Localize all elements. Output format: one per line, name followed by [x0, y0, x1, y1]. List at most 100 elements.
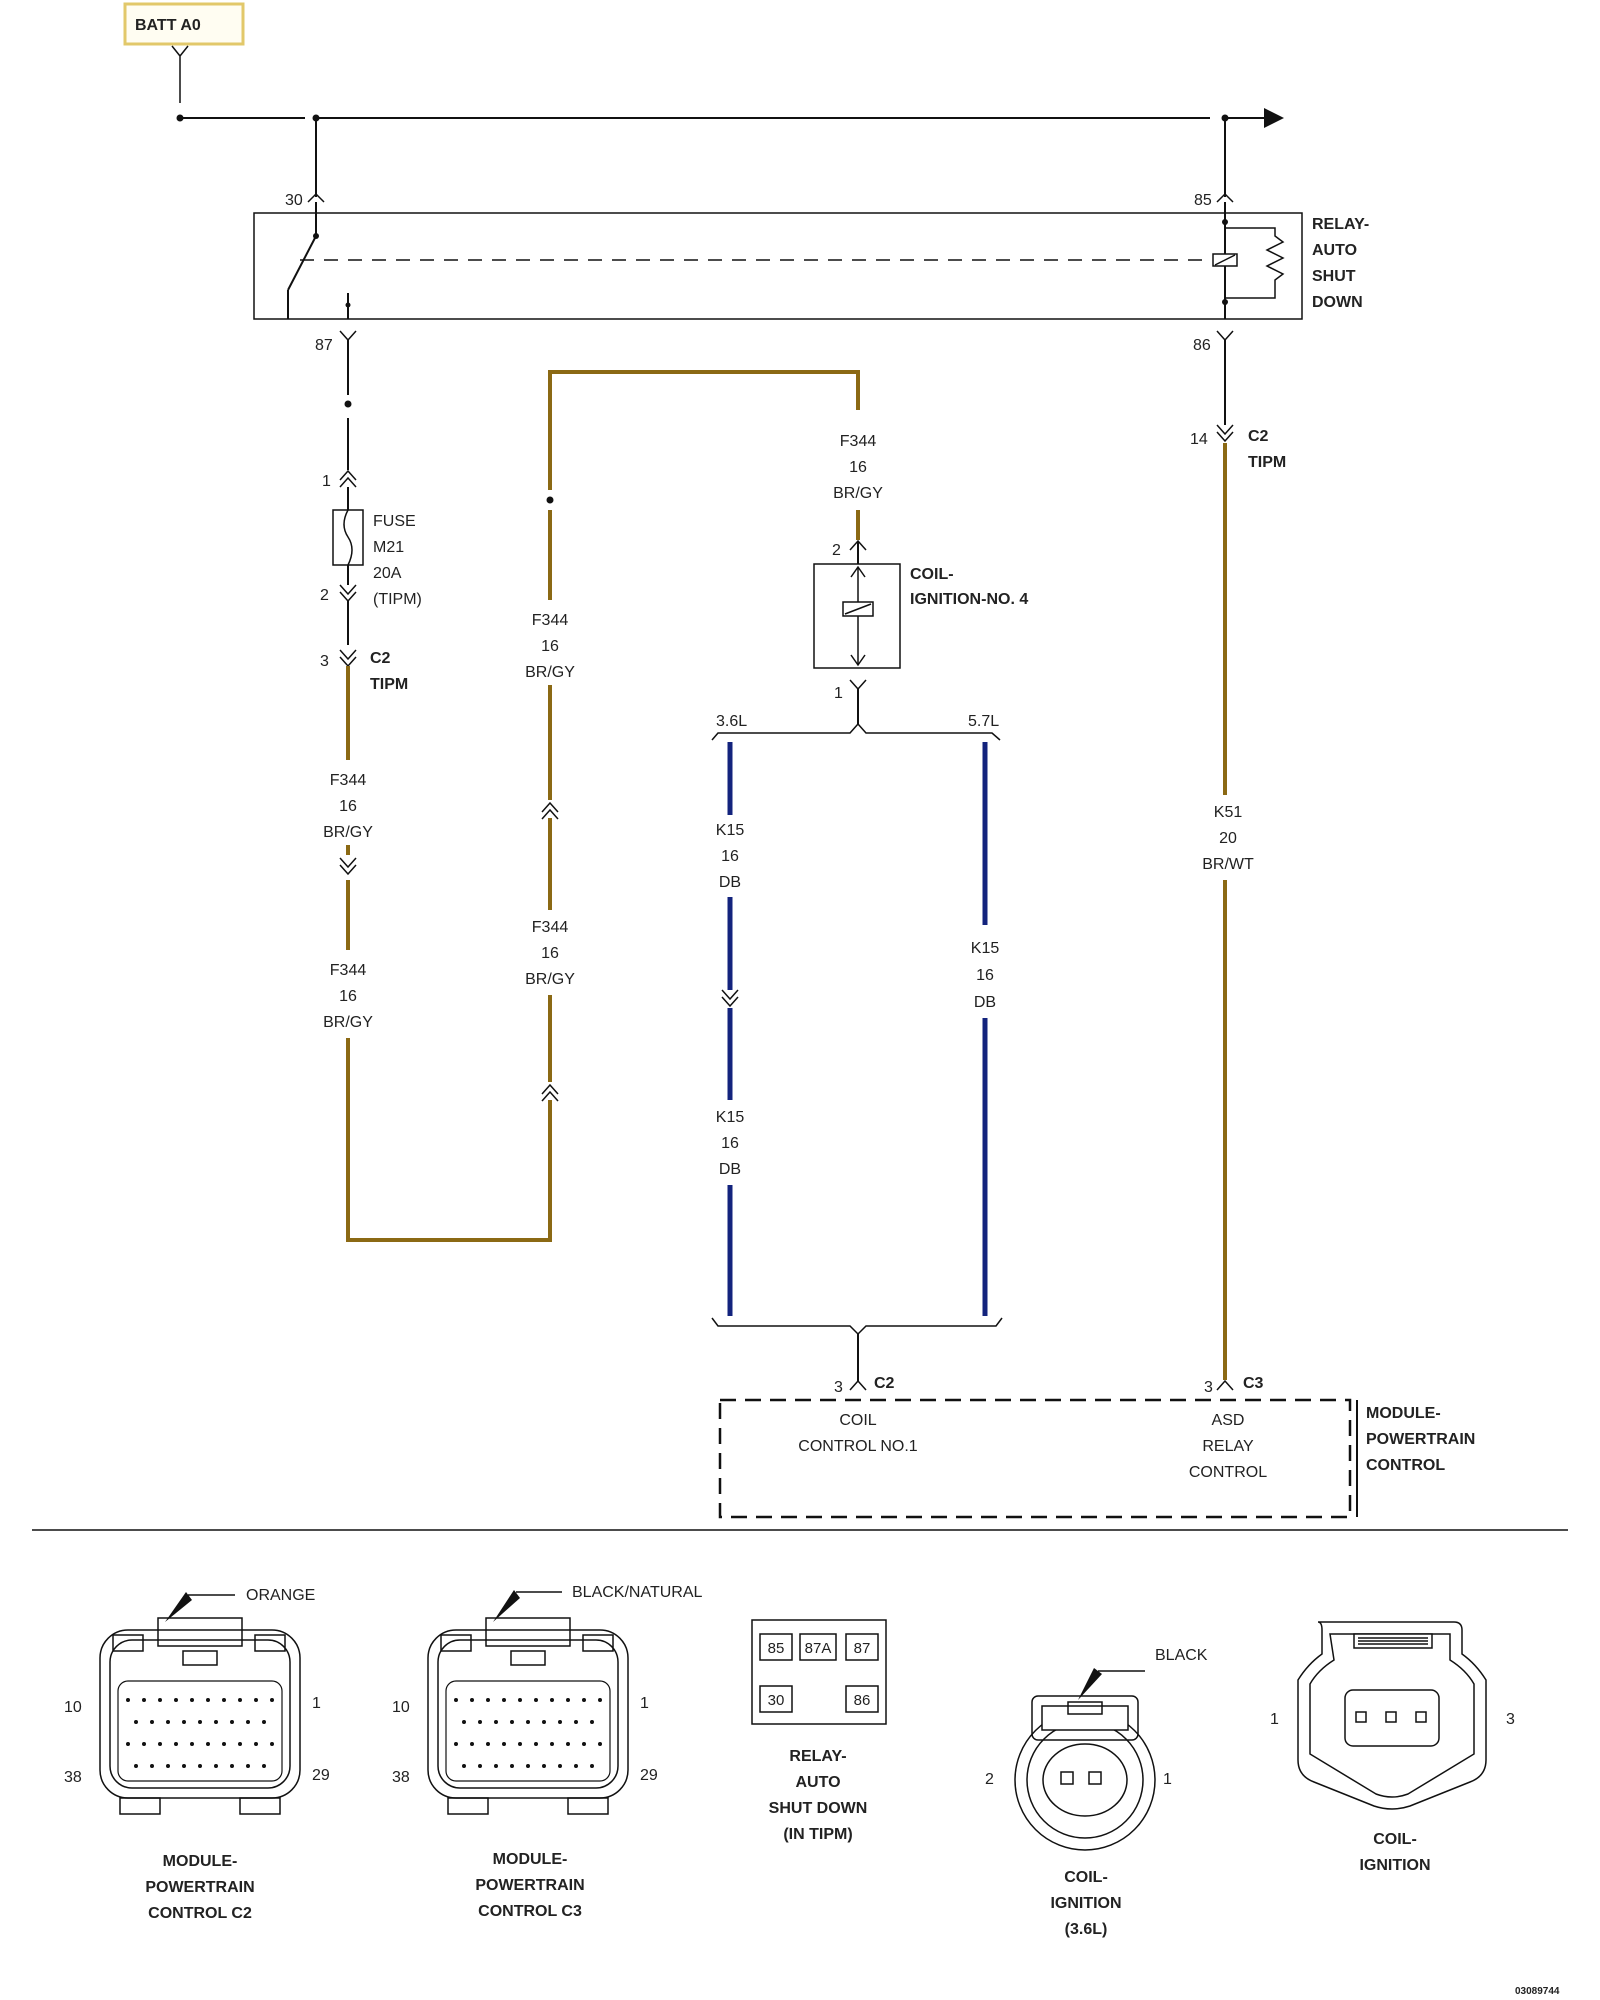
fuse-line-4: (TIPM)	[373, 591, 422, 608]
tipm-left-name: TIPM	[370, 676, 408, 693]
k15-split: 3.6L 5.7L K15 16 DB K15 16 DB K15 16 DB …	[711, 713, 1003, 1396]
f344-c-2: 16	[541, 945, 559, 962]
c3-pin-grid	[454, 1698, 602, 1768]
coil36-pin-2: 2	[985, 1771, 994, 1788]
relay-name-1: RELAY-	[1312, 216, 1369, 233]
c3-pin-10: 10	[392, 1699, 410, 1716]
k15-c-1: K15	[716, 1109, 745, 1126]
f344-a-3: BR/GY	[323, 824, 373, 841]
relay-conn-name-1: RELAY-	[789, 1748, 846, 1765]
engine-left: 3.6L	[716, 713, 747, 730]
pcm-coil-2: CONTROL NO.1	[798, 1438, 918, 1455]
relay-pin-87: 87	[315, 337, 333, 354]
k51-wire: 14 C2 TIPM K51 20 BR/WT 3 C3	[1190, 340, 1286, 1396]
c3-pin-29: 29	[640, 1767, 658, 1784]
fuse-pin-1: 1	[322, 473, 331, 490]
f344-loop: F344 16 BR/GY F344 16 BR/GY F344 16 BR/G…	[323, 370, 883, 1242]
relay-pin-85: 85	[1194, 192, 1212, 209]
pcm-right-conn: C3	[1243, 1375, 1264, 1392]
relay-asd: 30 85 RELAY- AUTO SHUT DOWN 87 86	[253, 192, 1369, 354]
coil4-pin-top: 2	[832, 542, 841, 559]
coil4-name-2: IGNITION-NO. 4	[910, 591, 1028, 608]
k15-a-1: K15	[716, 822, 745, 839]
f344-e-2: 16	[849, 459, 867, 476]
f344-a-2: 16	[339, 798, 357, 815]
c3-name-1: MODULE-	[493, 1851, 568, 1868]
connector-pcm-c3: BLACK/NATURAL 10 1 38 29 MODULE- POWERTR…	[392, 1584, 703, 1920]
c3-name-2: POWERTRAIN	[475, 1877, 584, 1894]
relay-pin-30: 30	[285, 192, 303, 209]
f344-e-1: F344	[840, 433, 877, 450]
f344-b-2: 16	[339, 988, 357, 1005]
c2-color: ORANGE	[246, 1587, 315, 1604]
coil36-name-3: (3.6L)	[1065, 1921, 1108, 1938]
batt-a0-node: BATT A0	[123, 2, 245, 103]
connector-coil-36: BLACK 2 1 COIL- IGNITION (3.6L)	[985, 1647, 1208, 1938]
coil-ignition-4: 2 COIL- IGNITION-NO. 4 1	[813, 539, 1028, 724]
coil4-name-1: COIL-	[910, 566, 954, 583]
c2-pin-1: 1	[312, 1695, 321, 1712]
c3-color: BLACK/NATURAL	[572, 1584, 703, 1601]
coil36-pin-1: 1	[1163, 1771, 1172, 1788]
pcm-asd-2: RELAY	[1202, 1438, 1254, 1455]
f344-e-3: BR/GY	[833, 485, 883, 502]
pcm-module: COIL CONTROL NO.1 ASD RELAY CONTROL MODU…	[718, 1398, 1475, 1519]
pcm-coil-1: COIL	[839, 1412, 876, 1429]
pcm-name-2: POWERTRAIN	[1366, 1431, 1475, 1448]
tipm-left-conn: C2	[370, 650, 391, 667]
k15-c-3: DB	[719, 1161, 741, 1178]
relay-cell-30: 30	[768, 1692, 785, 1709]
c2-pin-38: 38	[64, 1769, 82, 1786]
connector-pcm-c2: ORANGE 10 1 38 29 MODULE- POWERTRAIN CON…	[64, 1587, 330, 1922]
k51-3: BR/WT	[1202, 856, 1254, 873]
coil36-name-2: IGNITION	[1050, 1895, 1121, 1912]
k15-a-2: 16	[721, 848, 739, 865]
pcm-name-3: CONTROL	[1366, 1457, 1445, 1474]
f344-c-3: BR/GY	[525, 971, 575, 988]
f344-b-1: F344	[330, 962, 367, 979]
relay-name-2: AUTO	[1312, 242, 1357, 259]
relay-conn-name-2: AUTO	[795, 1774, 840, 1791]
c3-name-3: CONTROL C3	[478, 1903, 582, 1920]
relay-name-3: SHUT	[1312, 268, 1356, 285]
relay-pin-86: 86	[1193, 337, 1211, 354]
pcm-right-pin: 3	[1204, 1379, 1213, 1396]
tipm-right-conn: C2	[1248, 428, 1269, 445]
k51-1: K51	[1214, 804, 1243, 821]
c2-name-3: CONTROL C2	[148, 1905, 252, 1922]
pcm-asd-3: CONTROL	[1189, 1464, 1267, 1481]
f344-c-1: F344	[532, 919, 569, 936]
k15-a-3: DB	[719, 874, 741, 891]
relay-cell-85: 85	[768, 1640, 785, 1657]
coil-name-1: COIL-	[1373, 1831, 1417, 1848]
fuse-branch: 1 FUSE M21 20A (TIPM) 2 3 C2 TIPM	[320, 340, 422, 693]
k51-2: 20	[1219, 830, 1237, 847]
f344-d-2: 16	[541, 638, 559, 655]
c3-pin-38: 38	[392, 1769, 410, 1786]
c2-name-1: MODULE-	[163, 1853, 238, 1870]
pcm-asd-1: ASD	[1212, 1412, 1245, 1429]
tipm-right-name: TIPM	[1248, 454, 1286, 471]
relay-cell-87: 87	[854, 1640, 871, 1657]
fuse-line-1: FUSE	[373, 513, 416, 530]
relay-conn-name-4: (IN TIPM)	[783, 1826, 852, 1843]
connector-coil: 1 3 COIL- IGNITION	[1270, 1621, 1515, 1874]
f344-b-3: BR/GY	[323, 1014, 373, 1031]
tipm-left-pin: 3	[320, 653, 329, 670]
k15-c-2: 16	[721, 1135, 739, 1152]
c2-pin-10: 10	[64, 1699, 82, 1716]
battery-bus	[176, 108, 1284, 197]
k15-b-2: 16	[976, 967, 994, 984]
coil36-name-1: COIL-	[1064, 1869, 1108, 1886]
connector-relay-asd: 85 87A 87 30 86 RELAY- AUTO SHUT DOWN (I…	[751, 1619, 887, 1843]
c2-pin-29: 29	[312, 1767, 330, 1784]
tipm-right-pin: 14	[1190, 431, 1208, 448]
k15-b-1: K15	[971, 940, 1000, 957]
k15-b-3: DB	[974, 994, 996, 1011]
fuse-line-3: 20A	[373, 565, 402, 582]
f344-a-1: F344	[330, 772, 367, 789]
fuse-pin-2: 2	[320, 587, 329, 604]
coil4-pin-bottom: 1	[834, 685, 843, 702]
fuse-line-2: M21	[373, 539, 404, 556]
relay-name-4: DOWN	[1312, 294, 1363, 311]
